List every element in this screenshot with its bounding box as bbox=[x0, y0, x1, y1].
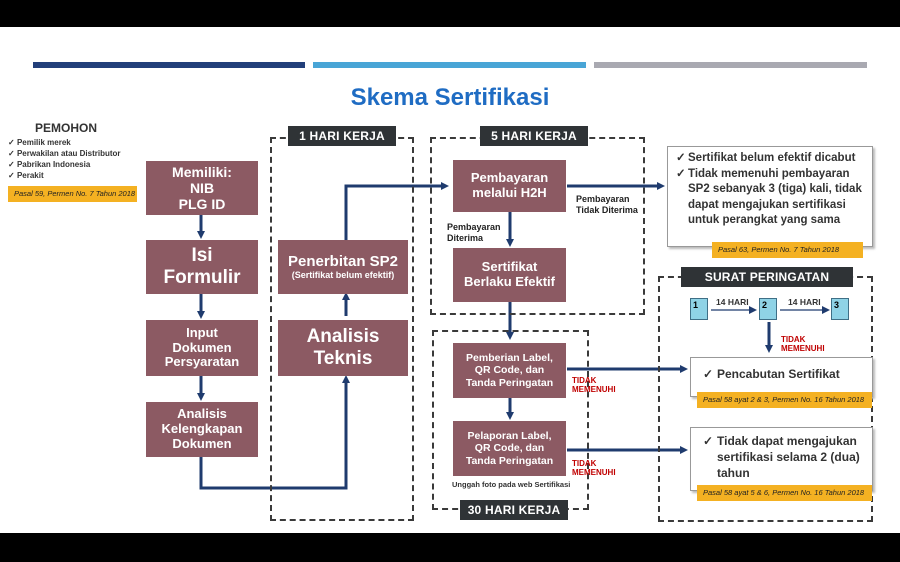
result-3-pasal: Pasal 58 ayat 5 & 6, Permen No. 16 Tahun… bbox=[697, 485, 872, 501]
stripe-gray bbox=[594, 62, 867, 68]
result-1-pasal: Pasal 63, Permen No. 7 Tahun 2018 bbox=[712, 242, 863, 258]
pemohon-item: ✓ Perakit bbox=[8, 171, 44, 180]
top-black-bar bbox=[0, 0, 900, 27]
result-sertifikat-dicabut: ✓Sertifikat belum efektif dicabut ✓Tidak… bbox=[667, 146, 873, 247]
arrow-kelengkapan-teknis bbox=[199, 375, 350, 490]
result-pencabutan: ✓Pencabutan Sertifikat bbox=[690, 357, 873, 397]
pemohon-list: ✓ Pemilik merek ✓ Perwakilan atau Distri… bbox=[8, 137, 148, 181]
gap-label: 14 HARI bbox=[716, 297, 749, 307]
bottom-black-bar bbox=[0, 533, 900, 562]
document-icon: 3 bbox=[831, 298, 849, 320]
pemohon-item: ✓ Perwakilan atau Distributor bbox=[8, 149, 121, 158]
note-unggah: Unggah foto pada web Sertifikasi bbox=[452, 480, 571, 489]
col-1-hari-header: 1 HARI KERJA bbox=[288, 126, 396, 146]
pemohon-item: ✓ Pemilik merek bbox=[8, 138, 71, 147]
gap-label: 14 HARI bbox=[788, 297, 821, 307]
warning-header: SURAT PERINGATAN bbox=[681, 267, 853, 287]
col-30-hari-header: 30 HARI KERJA bbox=[460, 500, 568, 520]
result-tidak-dapat: ✓Tidak dapat mengajukan sertifikasi sela… bbox=[690, 427, 873, 491]
stripe-light-blue bbox=[313, 62, 586, 68]
box-penerbitan-sp2: Penerbitan SP2 (Sertifikat belum efektif… bbox=[278, 240, 408, 294]
page-title: Skema Sertifikasi bbox=[350, 84, 550, 111]
pemohon-pasal: Pasal 59, Permen No. 7 Tahun 2018 bbox=[8, 186, 137, 202]
stripe-dark-blue bbox=[33, 62, 305, 68]
result-2-pasal: Pasal 58 ayat 2 & 3, Permen No. 16 Tahun… bbox=[697, 392, 872, 408]
document-icon: 1 bbox=[690, 298, 708, 320]
pemohon-item: ✓ Pabrikan Indonesia bbox=[8, 160, 91, 169]
document-icon: 2 bbox=[759, 298, 777, 320]
pemohon-heading: PEMOHON bbox=[35, 121, 98, 135]
col-5-hari-header: 5 HARI KERJA bbox=[480, 126, 588, 146]
